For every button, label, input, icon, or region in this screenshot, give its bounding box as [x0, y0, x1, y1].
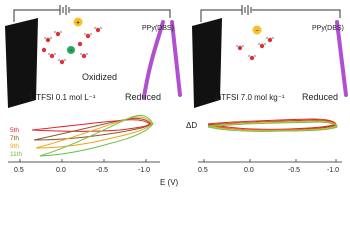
- x-ticks: [19, 159, 147, 162]
- x-axis-label: E (V): [160, 178, 179, 187]
- reduced-label: Reduced: [125, 92, 161, 102]
- cycle-label-7: 7th: [10, 135, 19, 142]
- cv-curves: [31, 115, 154, 157]
- tick-label: 0.5: [198, 167, 208, 174]
- cation-icon: +: [73, 17, 83, 27]
- film-label: PPy(DBS): [142, 25, 174, 32]
- cycle-9-curve: [35, 116, 153, 149]
- right-plot: ΔD 0.5 0.0 -0.5 -1.0: [186, 118, 342, 174]
- cycle-11-curve: [39, 115, 154, 157]
- ppy-film-oxidized: [142, 20, 165, 99]
- cycle-7-curve: [33, 117, 152, 141]
- tick-label: 0.0: [56, 167, 66, 174]
- electrolyte-label: LiTFSI 7.0 mol kg⁻¹: [215, 93, 285, 102]
- cycle-label-9: 9th: [10, 143, 19, 150]
- svg-text:+: +: [76, 21, 80, 27]
- tick-label: 0.5: [14, 167, 24, 174]
- circuit-wire: [200, 9, 341, 22]
- oxidized-label: Oxidized: [82, 72, 117, 82]
- anion-icon: −: [67, 46, 75, 54]
- tick-label: -1.0: [138, 167, 150, 174]
- battery-icon: [59, 5, 70, 15]
- cycle-label-11: 11th: [10, 151, 23, 158]
- tick-label: -0.5: [288, 167, 300, 174]
- water-hydrogens: [43, 26, 103, 62]
- battery-icon: [241, 5, 252, 15]
- left-plot: 0.5 0.0 -0.5 -1.0 5th 7th 9th 11th: [8, 115, 160, 174]
- tick-label: -0.5: [96, 167, 108, 174]
- cycle-5-curve: [31, 119, 151, 132]
- cycle-5-curve: [207, 118, 337, 130]
- circuit-wire: [13, 9, 171, 22]
- right-schematic: PPy(DBS) Reduced LiTFSI 7.0 mol kg⁻¹ −: [192, 5, 348, 108]
- film-label: PPy(DBS): [312, 25, 344, 32]
- tick-label: -1.0: [327, 167, 339, 174]
- water-hydrogens: [235, 36, 275, 58]
- tick-label: 0.0: [244, 167, 254, 174]
- ppy-film-reduced: [335, 20, 348, 97]
- water-molecules: [237, 37, 273, 61]
- cycle-label-5: 5th: [10, 127, 19, 134]
- cycle-11-curve: [207, 121, 338, 132]
- svg-text:−: −: [69, 48, 73, 54]
- ppy-film-reduced: [170, 20, 182, 97]
- water-molecules: [41, 27, 101, 65]
- working-electrode: [5, 18, 38, 108]
- working-electrode: [192, 18, 222, 108]
- reduced-label: Reduced: [302, 92, 338, 102]
- left-schematic: PPy(DBS) Oxidized Reduced LiTFSI 0.1 mol…: [5, 5, 182, 108]
- x-ticks: [203, 159, 337, 162]
- y-axis-label: ΔD: [186, 121, 197, 130]
- electrolyte-label: LiTFSI 0.1 mol L⁻¹: [30, 93, 96, 102]
- anion-icon: −: [252, 25, 262, 35]
- svg-text:−: −: [255, 29, 259, 35]
- cv-curves: [207, 118, 338, 132]
- figure-canvas: PPy(DBS) Oxidized Reduced LiTFSI 0.1 mol…: [5, 5, 348, 187]
